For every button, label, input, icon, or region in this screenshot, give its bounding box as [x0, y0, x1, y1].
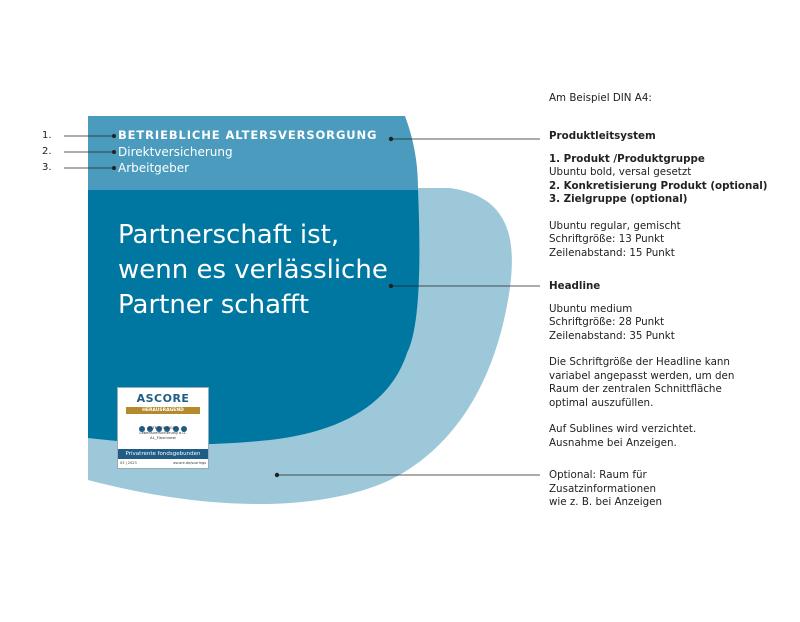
number-2: 2. [42, 146, 52, 157]
produktleitsystem-item-1: 1. Produkt /Produktgruppe [549, 152, 705, 165]
seal-brand: ASCORE [136, 392, 190, 405]
headline-spec-3: Zeilenabstand: 35 Punkt [549, 329, 675, 342]
produktleitsystem-spec-3: Zeilenabstand: 15 Punkt [549, 246, 675, 259]
headline-desc-4: optimal auszufüllen. [549, 396, 654, 409]
ascore-seal: ASCORE HERAUSRAGEND ALTE LEIPZIGER Leben… [117, 387, 209, 469]
optional-line-3: wie z. B. bei Anzeigen [549, 496, 663, 508]
product-specification: Direktversicherung [118, 145, 233, 159]
seal-date: 03 | 2023 [120, 461, 137, 465]
headline-desc-2: variabel angepasst werden, um den [549, 369, 735, 382]
sublines-note-2: Ausnahme bei Anzeigen. [549, 436, 677, 449]
number-3: 3. [42, 162, 52, 173]
produktleitsystem-item-2: 2. Konkretisierung Produkt (optional) [549, 179, 768, 192]
produktleitsystem-spec-2: Schriftgröße: 13 Punkt [549, 233, 665, 245]
headline-line-2: wenn es verlässliche [118, 255, 388, 285]
seal-product: AL_Flexinvest [150, 435, 176, 440]
header-band-shape [88, 116, 418, 190]
headline-spec-1: Ubuntu medium [549, 302, 633, 315]
headline-line-3: Partner schafft [118, 290, 310, 320]
seal-company: ALTE LEIPZIGER [148, 425, 178, 430]
headline-desc-1: Die Schriftgröße der Headline kann [549, 356, 730, 368]
headline-annotation: Headline Ubuntu medium Schriftgröße: 28 … [549, 280, 734, 450]
seal-product-bar: Privatrente fondsgebunden [118, 449, 208, 459]
leader-dots [112, 134, 394, 478]
main-headline-shape [88, 190, 420, 445]
seal-site: ascore.de/scorings [173, 461, 206, 465]
produktleitsystem-item-3: 3. Zielgruppe (optional) [549, 193, 688, 205]
number-1: 1. [42, 130, 52, 141]
headline-spec-2: Schriftgröße: 28 Punkt [549, 316, 665, 328]
produktleitsystem-spec-1: Ubuntu regular, gemischt [549, 219, 681, 232]
headline-desc-3: Raum der zentralen Schnittfläche [549, 383, 722, 395]
intro-note: Am Beispiel DIN A4: [549, 92, 652, 104]
seal-rating-dots [118, 417, 208, 432]
seal-footer: 03 | 2023 ascore.de/scorings [120, 460, 206, 467]
headline-annotation-title: Headline [549, 280, 601, 292]
produktleitsystem-annotation: Produktleitsystem 1. Produkt /Produktgru… [549, 130, 768, 260]
optional-line-2: Zusatzinformationen [549, 482, 656, 495]
seal-ribbon: HERAUSRAGEND [126, 407, 200, 414]
seal-company-2: Lebensversicherung a.G. [139, 430, 187, 435]
product-line: BETRIEBLICHE ALTERSVERSORGUNG [118, 128, 378, 142]
headline-line-1: Partnerschaft ist, [118, 220, 340, 250]
leader-lines [64, 135, 540, 476]
optional-line-1: Optional: Raum für [549, 469, 647, 481]
headline: Partnerschaft ist, wenn es verlässliche … [118, 218, 418, 323]
target-group: Arbeitgeber [118, 161, 190, 175]
sublines-note-1: Auf Sublines wird verzichtet. [549, 423, 697, 435]
produktleitsystem-item-1-note: Ubuntu bold, versal gesetzt [549, 166, 692, 178]
produktleitsystem-title: Produktleitsystem [549, 130, 656, 142]
optional-annotation: Optional: Raum für Zusatzinformationen w… [549, 469, 662, 510]
